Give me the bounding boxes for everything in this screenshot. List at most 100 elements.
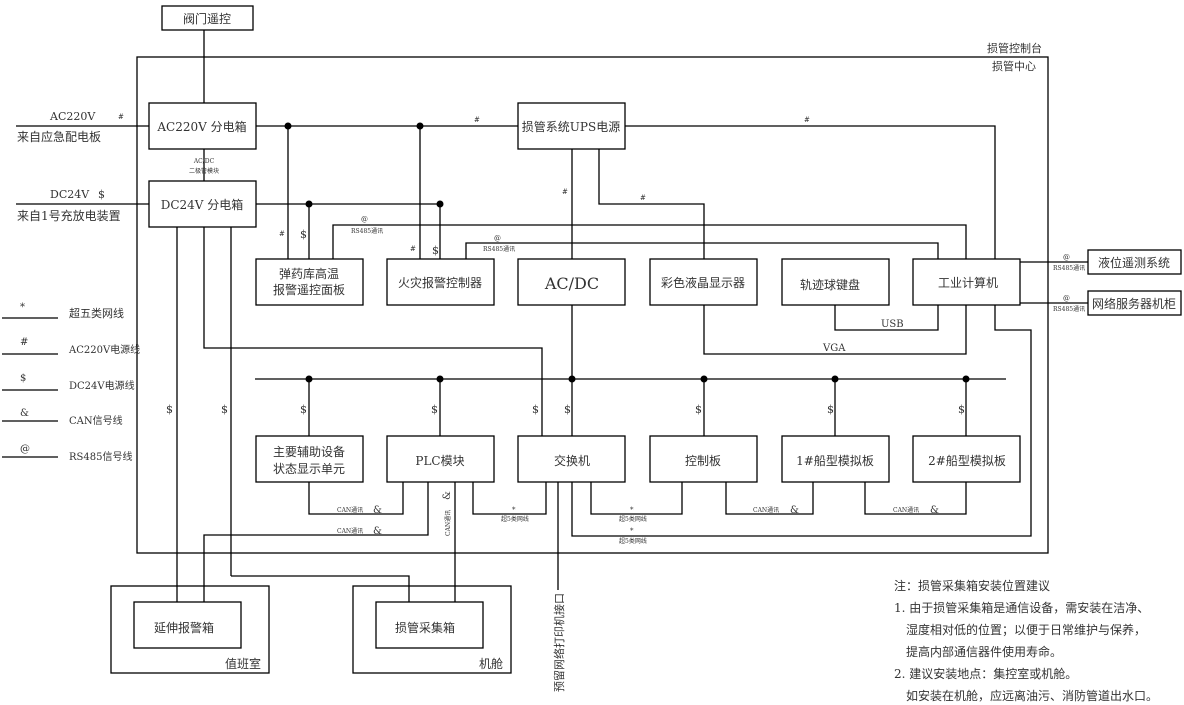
lcd-box[interactable] bbox=[649, 258, 758, 306]
ac-input-source: 来自应急配电板 bbox=[17, 129, 101, 144]
fire-rs485-line bbox=[465, 242, 939, 259]
console-label: 损管控制台 bbox=[987, 41, 1042, 55]
valve-remote-box[interactable] bbox=[161, 5, 254, 31]
notes-line: 提高内部通信器件使用寿命。 bbox=[906, 644, 1062, 659]
ups-label: 损管系统UPS电源 bbox=[522, 119, 620, 134]
ac-input-mark: # bbox=[118, 113, 124, 121]
level-system-label: 液位遥测系统 bbox=[1098, 255, 1170, 270]
plc-ext-can-mark: & bbox=[373, 526, 382, 537]
plc-switch-eth-label: 超5类网线 bbox=[501, 515, 529, 523]
dc-dist-label: DC24V 分电箱 bbox=[161, 197, 244, 212]
ipc-label: 工业计算机 bbox=[938, 275, 998, 290]
ammo-ac-mark: # bbox=[279, 230, 285, 238]
legend-label: CAN信号线 bbox=[69, 414, 123, 427]
acdc-module-label-2: 二极管模块 bbox=[189, 167, 219, 175]
ammo-panel-label-1: 弹药库高温 bbox=[279, 266, 339, 281]
ammo-rs485-line bbox=[332, 224, 967, 259]
plc-collector-can-label: CAN通讯 bbox=[444, 510, 452, 536]
ship2-dc-mark: $ bbox=[958, 403, 965, 416]
collector-label: 损管采集箱 bbox=[395, 620, 455, 635]
legend: * 超五类网线 # AC220V电源线 $ DC24V电源线 & CAN信号线 … bbox=[2, 302, 140, 463]
plc-box[interactable] bbox=[386, 435, 495, 483]
server-rs485-label: RS485通讯 bbox=[1053, 305, 1085, 313]
switch-control-eth-mark: * bbox=[630, 506, 634, 514]
dc-ext-mark-1: $ bbox=[166, 403, 173, 416]
legend-label: RS485信号线 bbox=[69, 450, 132, 463]
level-mark: @ bbox=[1063, 253, 1070, 261]
ipc-switch-line bbox=[571, 305, 1032, 537]
aux-display-box[interactable] bbox=[255, 435, 364, 483]
legend-symbol: $ bbox=[20, 373, 26, 384]
notes-line: 2. 建议安装地点：集控室或机舱。 bbox=[894, 666, 1077, 681]
ipc-box[interactable] bbox=[912, 258, 1021, 306]
ext-alarm-label: 延伸报警箱 bbox=[154, 620, 214, 635]
ups-ipc-mark: # bbox=[804, 116, 810, 124]
fire-rs485-mark: @ bbox=[494, 234, 501, 242]
center-label: 损管中心 bbox=[992, 59, 1036, 73]
dc-switch-line bbox=[203, 227, 543, 436]
dc-ext-mark-2: $ bbox=[221, 403, 228, 416]
aux-display-label-1: 主要辅助设备 bbox=[273, 445, 345, 459]
dc-collector-line bbox=[231, 575, 410, 603]
ups-lcd-mark: # bbox=[640, 194, 646, 202]
dc-input-label: DC24V bbox=[50, 188, 90, 201]
engine-room-label: 机舱 bbox=[479, 657, 503, 671]
ac-bus-mark: # bbox=[474, 116, 480, 124]
installation-notes: 注：损管采集箱安装位置建议 1. 由于损管采集箱是通信设备，需安装在洁净、 湿度… bbox=[894, 578, 1158, 703]
switch-control-eth-line bbox=[590, 482, 683, 515]
junction bbox=[568, 375, 576, 383]
control-board-label: 控制板 bbox=[685, 454, 721, 468]
ship2-board-label: 2#船型模拟板 bbox=[928, 454, 1006, 468]
lcd-label: 彩色液晶显示器 bbox=[661, 275, 745, 290]
ship2-board-box[interactable] bbox=[912, 435, 1021, 483]
fire-rs485-label: RS485通讯 bbox=[483, 245, 515, 253]
ammo-rs485-label: RS485通讯 bbox=[351, 227, 383, 235]
ups-acdc-mark: # bbox=[562, 188, 568, 196]
legend-symbol: # bbox=[20, 337, 28, 348]
legend-symbol: @ bbox=[20, 444, 30, 455]
collector-box[interactable] bbox=[375, 601, 484, 649]
duty-room-frame bbox=[110, 585, 270, 674]
console-frame bbox=[136, 56, 1049, 554]
aux-dc-mark: $ bbox=[300, 403, 307, 416]
control-dc-mark: $ bbox=[695, 403, 702, 416]
ship1-dc-mark: $ bbox=[827, 403, 834, 416]
control-board-box[interactable] bbox=[649, 435, 758, 483]
vga-line bbox=[703, 305, 967, 355]
ac-dist-box[interactable] bbox=[148, 102, 257, 150]
notes-line: 湿度相对低的位置；以便于日常维护与保养， bbox=[906, 622, 1146, 637]
trackball-label: 轨迹球键盘 bbox=[800, 277, 860, 292]
legend-label: 超五类网线 bbox=[69, 306, 124, 320]
switch-control-eth-label: 超5类网线 bbox=[619, 515, 647, 523]
ship1-ship2-can-label: CAN通讯 bbox=[893, 506, 919, 514]
fire-dc-mark: $ bbox=[432, 244, 439, 257]
fire-controller-label: 火灾报警控制器 bbox=[398, 275, 482, 290]
fire-controller-box[interactable] bbox=[386, 258, 495, 306]
ext-alarm-box[interactable] bbox=[133, 601, 242, 649]
ups-ipc-line bbox=[625, 125, 996, 259]
legend-label: AC220V电源线 bbox=[68, 343, 140, 356]
plc-label: PLC模块 bbox=[415, 454, 464, 468]
level-system-box[interactable] bbox=[1087, 249, 1182, 275]
ammo-panel-label-2: 报警遥控面板 bbox=[273, 282, 345, 297]
trackball-box[interactable] bbox=[781, 258, 890, 306]
plc-switch-eth-line bbox=[472, 482, 547, 515]
usb-label: USB bbox=[881, 319, 904, 330]
ship1-board-box[interactable] bbox=[781, 435, 890, 483]
legend-label: DC24V电源线 bbox=[69, 379, 135, 392]
notes-line: 1. 由于损管采集箱是通信设备，需安装在洁净、 bbox=[894, 600, 1149, 615]
valve-remote-label: 阀门遥控 bbox=[183, 11, 231, 26]
ship1-ship2-can-mark: & bbox=[930, 505, 939, 516]
switch-box[interactable] bbox=[517, 435, 626, 483]
acdc-label: AC/DC bbox=[544, 274, 599, 293]
legend-symbol: & bbox=[20, 408, 29, 419]
level-rs485-label: RS485通讯 bbox=[1053, 264, 1085, 272]
server-cabinet-box[interactable] bbox=[1087, 290, 1182, 316]
switch-dc-mark: $ bbox=[564, 403, 571, 416]
plc-collector-can-mark: & bbox=[442, 491, 453, 500]
plc-ext-alarm-can-line bbox=[203, 482, 429, 589]
control-ship1-can-mark: & bbox=[790, 505, 799, 516]
ups-box[interactable] bbox=[517, 102, 626, 150]
ammo-panel-box[interactable] bbox=[255, 258, 364, 306]
